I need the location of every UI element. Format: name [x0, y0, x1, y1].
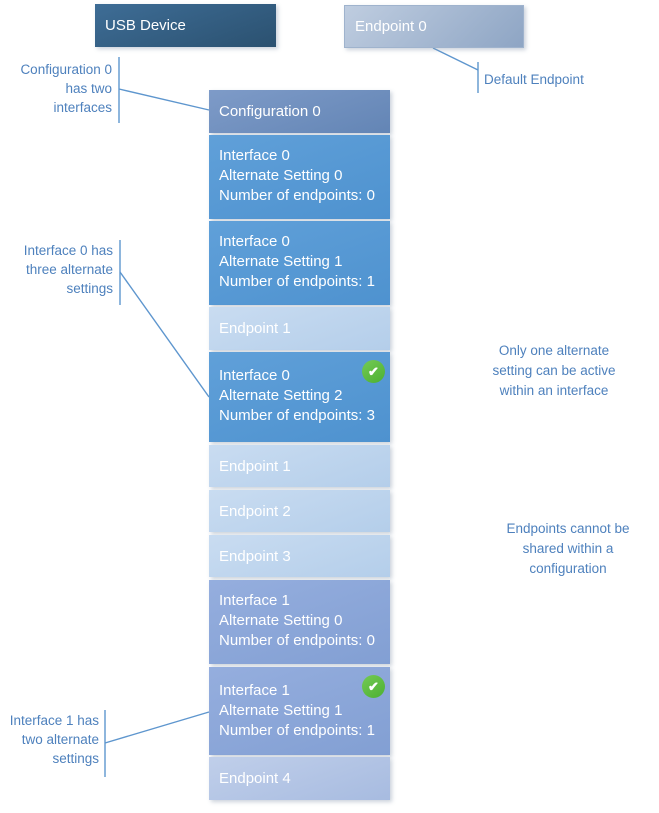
endpoint0-label: Endpoint 0: [355, 18, 427, 35]
interface0-note: Interface 0 has three alternate settings: [23, 243, 113, 296]
interface0-altsetting0-node: Interface 0 Alternate Setting 0 Number o…: [209, 135, 390, 219]
endpoint-sharing-note: Endpoints cannot be shared within a conf…: [506, 521, 630, 576]
interface-line: Alternate Setting 1: [219, 702, 343, 719]
interface-line: Number of endpoints: 0: [219, 632, 375, 649]
configuration0-label: Configuration 0: [219, 103, 321, 120]
active-check-icon: ✔: [362, 675, 385, 698]
endpoint-label: Endpoint 1: [219, 457, 291, 475]
interface-line: Interface 1: [219, 682, 290, 699]
endpoint-label: Endpoint 3: [219, 547, 291, 565]
interface-line: Interface 0: [219, 367, 290, 384]
interface-line: Interface 0: [219, 147, 290, 164]
endpoint-label: Endpoint 2: [219, 502, 291, 520]
default-endpoint-note: Default Endpoint: [484, 72, 584, 87]
endpoint0-node: Endpoint 0: [344, 5, 524, 48]
config-note-pointer-line: [118, 88, 210, 111]
endpoint-label: Endpoint 4: [219, 770, 291, 787]
interface1-altsetting0-node: Interface 1 Alternate Setting 0 Number o…: [209, 580, 390, 664]
active-check-icon: ✔: [362, 360, 385, 383]
interface0-note-pointer-line: [119, 271, 210, 398]
endpoint2-node: Endpoint 2: [209, 490, 390, 532]
interface-line: Alternate Setting 2: [219, 387, 343, 404]
alternate-setting-note: Only one alternate setting can be active…: [492, 343, 616, 398]
endpoint-label: Endpoint 1: [219, 320, 291, 337]
interface-line: Number of endpoints: 1: [219, 273, 375, 290]
usb-device-label: USB Device: [105, 17, 186, 34]
interface-line: Number of endpoints: 1: [219, 722, 375, 739]
interface1-note-pointer-line: [104, 711, 210, 744]
interface-line: Number of endpoints: 3: [219, 407, 375, 424]
interface1-altsetting1-node: ✔ Interface 1 Alternate Setting 1 Number…: [209, 667, 390, 755]
interface0-altsetting2-node: ✔ Interface 0 Alternate Setting 2 Number…: [209, 352, 390, 442]
interface-line: Alternate Setting 0: [219, 612, 343, 629]
interface-line: Number of endpoints: 0: [219, 187, 375, 204]
interface0-altsetting1-node: Interface 0 Alternate Setting 1 Number o…: [209, 221, 390, 305]
config-note: Configuration 0 has two interfaces: [20, 62, 112, 115]
interface1-note: Interface 1 has two alternate settings: [9, 713, 99, 766]
interface-line: Interface 1: [219, 592, 290, 609]
interface-line: Alternate Setting 0: [219, 167, 343, 184]
interface-line: Interface 0: [219, 233, 290, 250]
default-endpoint-pointer-line: [432, 47, 479, 71]
endpoint4-node: Endpoint 4: [209, 757, 390, 800]
usb-device-node: USB Device: [95, 4, 276, 47]
endpoint1-node: Endpoint 1: [209, 307, 390, 350]
endpoint3-node: Endpoint 3: [209, 535, 390, 577]
configuration0-node: Configuration 0: [209, 90, 390, 133]
endpoint1b-node: Endpoint 1: [209, 445, 390, 487]
interface-line: Alternate Setting 1: [219, 253, 343, 270]
